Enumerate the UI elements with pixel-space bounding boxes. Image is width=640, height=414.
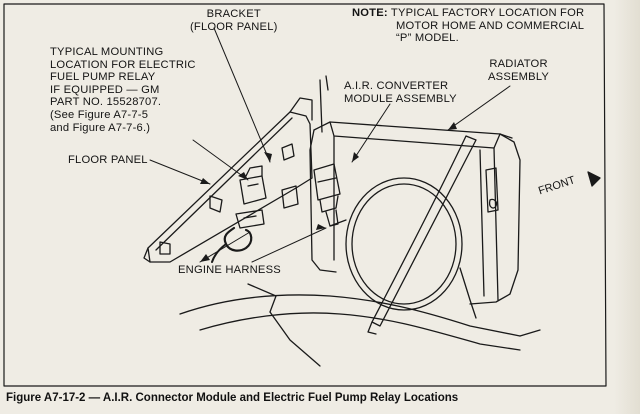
radiator-support-rod — [371, 135, 477, 327]
leader-lines — [149, 27, 511, 263]
figure-border — [3, 3, 607, 387]
front-arrow — [587, 171, 601, 187]
engine-harness-label: ENGINE HARNESS — [178, 264, 281, 276]
engine-harness — [211, 209, 265, 263]
leader-arrowheads — [200, 122, 457, 262]
floor-panel — [143, 97, 313, 263]
fuel-pump-relay — [239, 165, 267, 205]
note-label: NOTE: — [352, 7, 388, 19]
radiator-label: RADIATOR ASSEMBLY — [488, 58, 550, 83]
bracket-label: BRACKET (FLOOR PANEL) — [190, 8, 278, 33]
air-converter-label: A.I.R. CONVERTER MODULE ASSEMBLY — [344, 80, 457, 105]
frame-lines — [179, 267, 541, 367]
radiator-assembly — [309, 121, 521, 305]
mounting-location-label: TYPICAL MOUNTING LOCATION FOR ELECTRIC F… — [50, 46, 196, 134]
floor-panel-label: FLOOR PANEL — [68, 154, 148, 166]
note-block: NOTE: TYPICAL FACTORY LOCATION FOR MOTOR… — [352, 7, 585, 45]
fan-shroud — [329, 177, 463, 311]
figure-caption: Figure A7-17-2 — A.I.R. Connector Module… — [6, 392, 459, 404]
page-edge-shadow — [614, 0, 640, 414]
air-converter-module — [313, 163, 341, 227]
